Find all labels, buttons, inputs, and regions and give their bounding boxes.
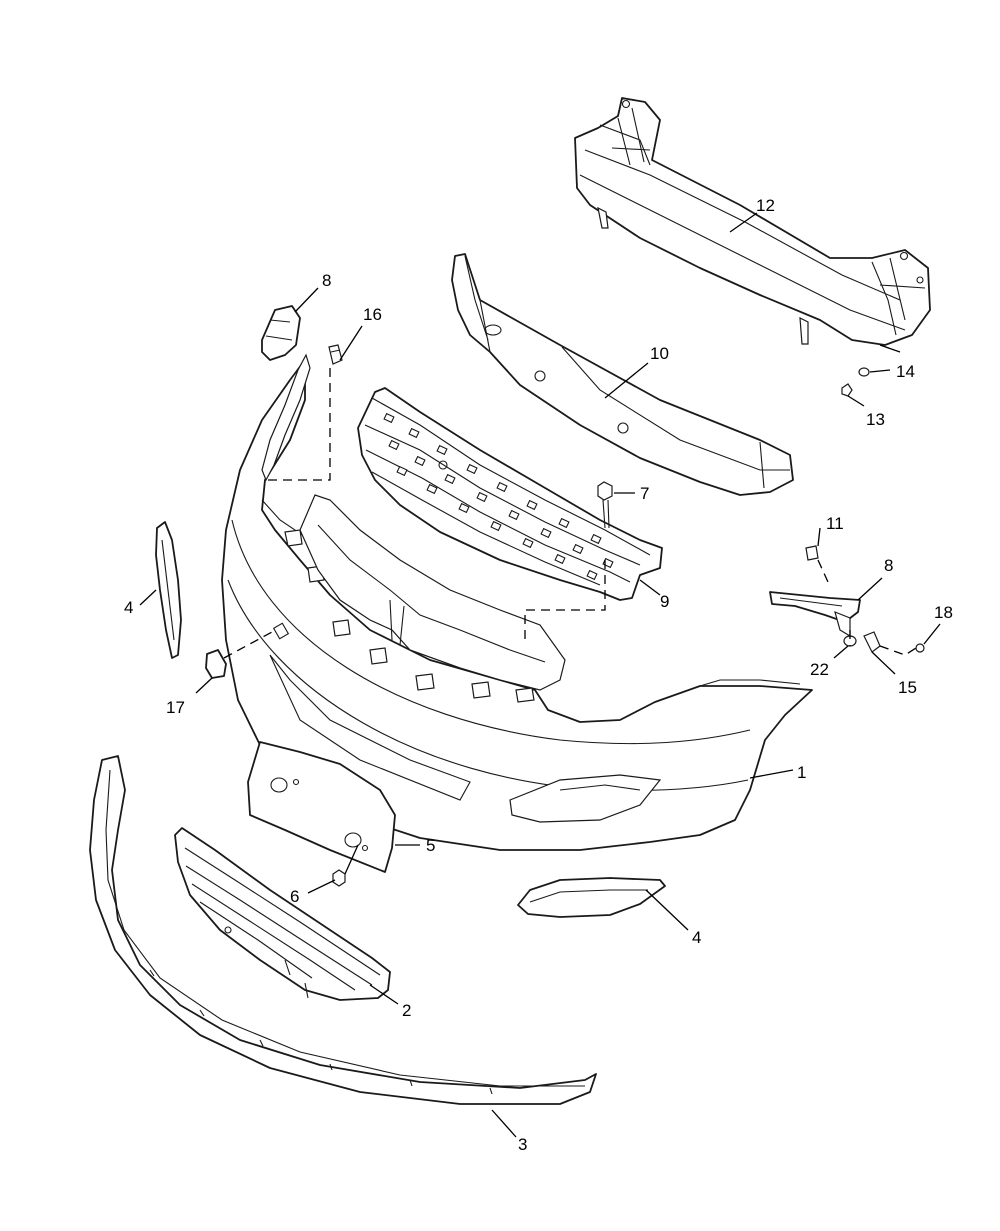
callout-5: 5 (426, 836, 435, 855)
callout-1: 1 (797, 763, 806, 782)
callout-3: 3 (518, 1135, 527, 1154)
callout-4-left: 4 (124, 598, 133, 617)
callout-15: 15 (898, 678, 917, 697)
callout-17: 17 (166, 698, 185, 717)
side-reflector-left-part (155, 521, 182, 659)
beam-fasteners (841, 367, 870, 397)
fog-lamp-bezel-right-part (517, 877, 666, 918)
leader-lines (139, 212, 941, 1138)
callout-8-right: 8 (884, 556, 893, 575)
callout-11: 11 (826, 514, 844, 533)
callout-6: 6 (290, 887, 299, 906)
screw-right-part (915, 643, 925, 653)
callout-18: 18 (934, 603, 953, 622)
callout-14: 14 (896, 362, 915, 381)
clip-right-part (805, 545, 819, 561)
license-plate-bracket-part (247, 741, 396, 873)
callout-22: 22 (810, 660, 829, 679)
callout-9: 9 (660, 592, 669, 611)
callout-13: 13 (866, 410, 885, 429)
callout-16: 16 (363, 305, 382, 324)
assembly-dash-lines (223, 368, 917, 659)
grille-bolt-part (597, 481, 613, 529)
bumper-cover-part (221, 359, 813, 851)
callout-10: 10 (650, 344, 669, 363)
tow-hook-cover-part (205, 649, 227, 679)
energy-absorber-part (451, 253, 794, 496)
reinforcement-beam-part (574, 97, 931, 346)
callout-7: 7 (640, 484, 649, 503)
clip-left-part (328, 344, 343, 365)
callout-labels: 1 2 3 4 4 5 6 7 8 8 9 10 11 12 13 14 15 … (124, 196, 953, 1154)
grille-support-frame (299, 494, 566, 691)
bracket-screw-part (332, 869, 346, 887)
callout-8-left: 8 (322, 271, 331, 290)
callout-12: 12 (756, 196, 775, 215)
upper-side-bracket-left-part (261, 305, 311, 482)
retainer-right-part (863, 631, 881, 653)
callout-4-right: 4 (692, 928, 701, 947)
callout-2: 2 (402, 1001, 411, 1020)
lower-spoiler-strip-part (89, 755, 597, 1105)
upper-grille-part (357, 387, 663, 601)
grille-slot-pattern (383, 412, 614, 581)
side-bracket-right-part (769, 591, 861, 638)
